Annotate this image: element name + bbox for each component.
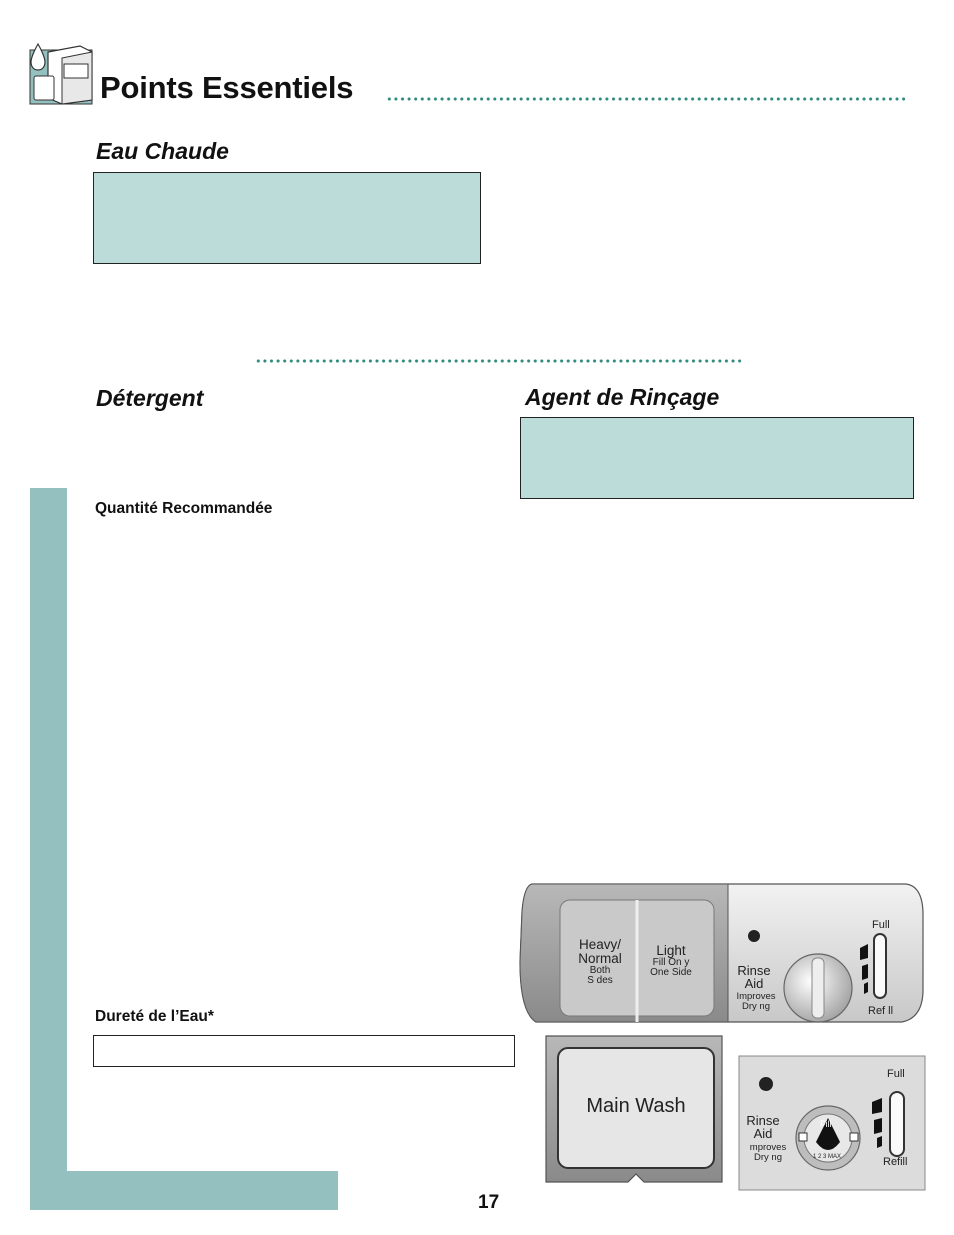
refill-label: Ref ll [868,1005,894,1017]
dispenser-illustration: Heavy/ Normal Both S des Light Fill On y… [516,882,926,1192]
bottom-accent-bar [30,1171,338,1210]
title-dotted-leader [386,96,908,102]
detergent-box-icon [28,40,94,106]
inset-fill-label: Fill [820,1119,832,1129]
section-divider-dots [255,358,741,364]
rinse-agent-heading: Agent de Rinçage [525,384,720,410]
fill-only-one-side-label: Fill On y One Side [650,957,692,978]
left-accent-bar [30,488,67,1210]
page-title: Points Essentiels [100,70,354,105]
page-number: 17 [478,1192,500,1213]
recommended-amount-heading: Quantité Recommandée [95,500,273,517]
hot-water-box [93,172,481,264]
hot-water-heading: Eau Chaude [96,138,229,164]
water-hardness-heading: Dureté de l’Eau* [95,1008,214,1025]
inset-dial-scale-label: 1 2 3 MAX [813,1154,842,1160]
improves-drying-label: Improves Dry ng [736,991,776,1012]
light-label: Light [656,943,686,958]
inset-full-label: Full [887,1068,905,1080]
rinse-aid-label: Rinse Aid [737,963,771,991]
inset-improves-drying-label: mproves Dry ng [749,1142,787,1163]
inset-rinse-aid-label: Rinse Aid [746,1113,780,1141]
heavy-normal-label: Heavy/ Normal [578,937,622,966]
water-hardness-table-box [93,1035,515,1067]
rinse-agent-box [520,417,914,499]
both-sides-label: Both S des [587,965,613,986]
inset-refill-label: Refill [883,1156,908,1168]
detergent-heading: Détergent [96,385,204,411]
full-label: Full [872,919,890,931]
main-wash-label: Main Wash [586,1095,686,1117]
